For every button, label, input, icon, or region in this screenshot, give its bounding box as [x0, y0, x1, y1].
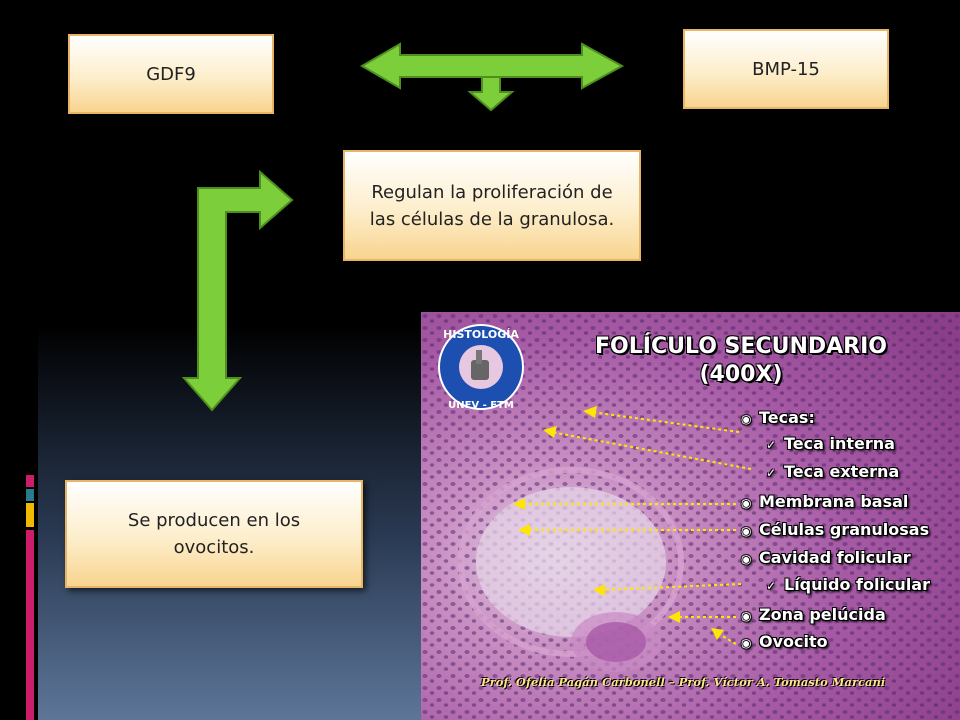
logo-bottom-text: UNFV - FTM: [448, 400, 514, 411]
check-icon: ✓: [766, 579, 777, 593]
tick-pink-long: [26, 530, 34, 720]
pointer-arrowheads: [513, 406, 724, 640]
legend-tecas: ◉Tecas:: [741, 408, 815, 427]
tick-teal: [26, 489, 34, 501]
double-arrow-icon: [360, 42, 625, 112]
gdf9-box: GDF9: [68, 34, 274, 114]
photo-credit: Prof. Ofelia Pagán Carbonell – Prof. Víc…: [481, 675, 886, 689]
legend-liquido-folicular: ✓Líquido folicular: [766, 575, 930, 594]
legend-teca-externa: ✓Teca externa: [766, 462, 900, 481]
legend-cavidad-folicular: ◉Cavidad folicular: [741, 548, 911, 567]
producen-label: Se producen en los ovocitos.: [127, 510, 301, 558]
photo-title-line2: (400X): [699, 362, 783, 387]
bullseye-icon: ◉: [741, 496, 752, 510]
tick-yellow: [26, 503, 34, 527]
pointer-lines: [521, 411, 752, 645]
logo-top-text: HISTOLOGÍA: [443, 328, 519, 341]
legend-zona-pelucida: ◉Zona pelúcida: [741, 605, 886, 624]
histologia-logo: HISTOLOGÍA UNFV - FTM: [438, 324, 524, 411]
check-icon: ✓: [766, 466, 777, 480]
check-icon: ✓: [766, 438, 777, 452]
bent-arrow-icon: [181, 169, 294, 412]
gdf9-label: GDF9: [146, 63, 196, 85]
regulan-label: Regulan la proliferación de las células …: [369, 181, 615, 230]
legend-celulas-granulosas: ◉Células granulosas: [741, 520, 930, 539]
tick-pink: [26, 475, 34, 487]
producen-box: Se producen en los ovocitos.: [65, 480, 363, 588]
histology-photo: HISTOLOGÍA UNFV - FTM FOLÍCULO SECUNDARI…: [421, 312, 960, 720]
bullseye-icon: ◉: [741, 524, 752, 538]
legend-teca-interna: ✓Teca interna: [766, 434, 895, 453]
photo-title-line1: FOLÍCULO SECUNDARIO: [595, 334, 887, 359]
bullseye-icon: ◉: [741, 412, 752, 426]
bmp15-box: BMP-15: [683, 29, 889, 109]
bullseye-icon: ◉: [741, 636, 752, 650]
histology-image: HISTOLOGÍA UNFV - FTM: [421, 312, 960, 720]
bmp15-label: BMP-15: [752, 58, 820, 80]
regulan-box: Regulan la proliferación de las células …: [343, 150, 641, 261]
bullseye-icon: ◉: [741, 609, 752, 623]
legend-ovocito: ◉Ovocito: [741, 632, 828, 651]
legend-membrana-basal: ◉Membrana basal: [741, 492, 909, 511]
bullseye-icon: ◉: [741, 552, 752, 566]
decorative-ticks: [0, 0, 38, 720]
